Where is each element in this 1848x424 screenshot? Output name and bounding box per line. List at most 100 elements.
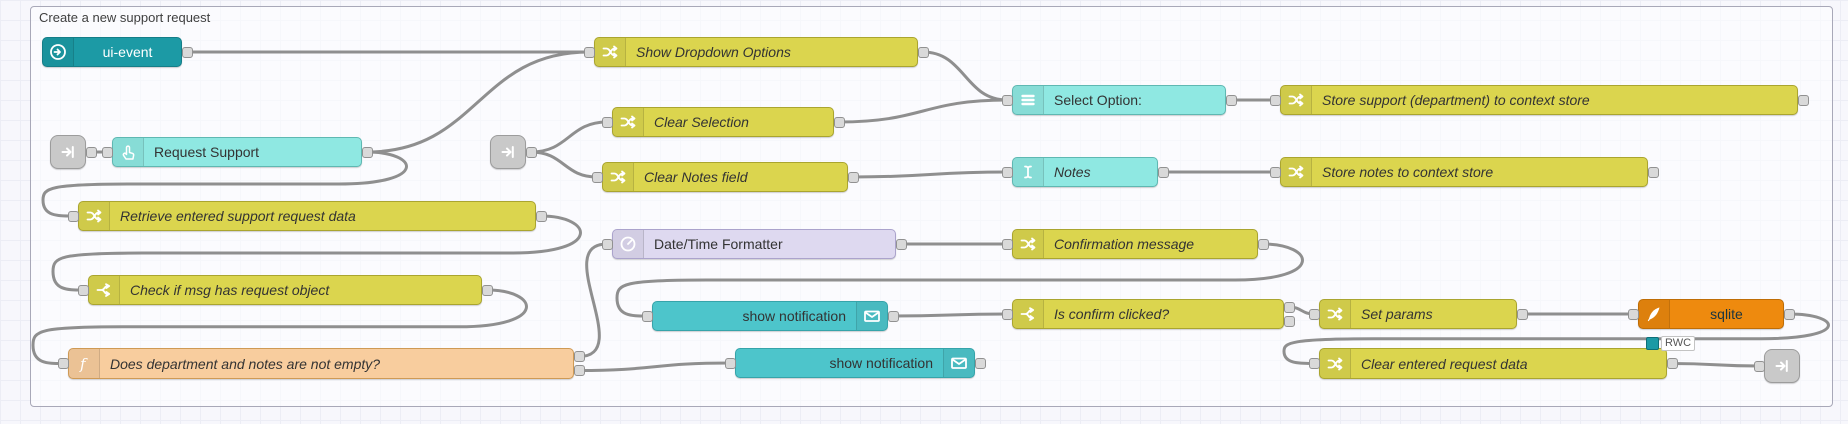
port[interactable]	[641, 310, 653, 322]
wire-check-to-does[interactable]	[31, 288, 528, 365]
port[interactable]	[525, 146, 537, 158]
port[interactable]	[591, 171, 603, 183]
envelope-icon	[943, 349, 974, 377]
status-dot-icon	[1646, 336, 1659, 350]
wire-request-support-to-retrieve[interactable]	[41, 150, 408, 218]
wire-does-to-notif2[interactable]	[577, 361, 732, 372]
wire-request-support-to-show-dropdown[interactable]	[365, 50, 591, 154]
node-link-in-1[interactable]	[50, 135, 86, 169]
port[interactable]	[1283, 315, 1295, 327]
port[interactable]	[1627, 308, 1639, 320]
port[interactable]	[1269, 166, 1281, 178]
node-clear-notes[interactable]: Clear Notes field	[602, 162, 848, 192]
port[interactable]	[917, 46, 929, 58]
shuffle-icon	[1320, 349, 1351, 378]
wire-show-dropdown-to-select-option[interactable]	[921, 50, 1009, 102]
port[interactable]	[1647, 166, 1659, 178]
wire-clear-entered-to-link-out[interactable]	[1670, 362, 1761, 368]
node-label: Request Support	[154, 144, 260, 160]
port[interactable]	[1783, 308, 1795, 320]
link-icon	[499, 143, 517, 161]
node-retrieve[interactable]: Retrieve entered support request data	[78, 201, 536, 231]
port[interactable]	[601, 238, 613, 250]
port[interactable]	[847, 171, 859, 183]
port[interactable]	[573, 365, 585, 376]
port[interactable]	[1308, 308, 1320, 320]
port[interactable]	[724, 357, 736, 369]
port[interactable]	[895, 238, 907, 250]
node-link-out[interactable]	[1764, 349, 1800, 383]
node-store-notes[interactable]: Store notes to context store	[1280, 157, 1648, 187]
node-store-support[interactable]: Store support (department) to context st…	[1280, 85, 1798, 115]
node-ui-event[interactable]: ui-event	[42, 37, 182, 67]
port[interactable]	[57, 358, 69, 369]
shuffle-icon	[79, 202, 110, 230]
port[interactable]	[1753, 360, 1765, 372]
port[interactable]	[1308, 358, 1320, 369]
node-label: show notification	[742, 308, 846, 324]
envelope-icon	[856, 302, 887, 330]
wire-notif1-to-isconfirm[interactable]	[891, 312, 1009, 318]
port[interactable]	[887, 310, 899, 322]
wire-clear-notes-to-notes[interactable]	[851, 170, 1009, 179]
wire-retrieve-to-check[interactable]	[51, 214, 582, 292]
port[interactable]	[1283, 301, 1295, 313]
node-clear-selection[interactable]: Clear Selection	[612, 107, 834, 137]
port[interactable]	[67, 210, 79, 222]
node-notes[interactable]: Notes	[1012, 157, 1158, 187]
node-check[interactable]: Check if msg has request object	[88, 275, 482, 305]
arrow-circle-icon	[43, 38, 74, 66]
port[interactable]	[573, 351, 585, 362]
port[interactable]	[1225, 94, 1237, 106]
wire-sqlite-to-clear-entered[interactable]	[1282, 312, 1830, 365]
sqlite-status-badge: RWC	[1646, 335, 1696, 351]
node-link-in-2[interactable]	[490, 135, 526, 169]
port[interactable]	[1001, 308, 1013, 320]
node-clear-entered[interactable]: Clear entered request data	[1319, 348, 1667, 379]
port[interactable]	[1269, 94, 1281, 106]
port[interactable]	[361, 146, 373, 158]
shuffle-icon	[1320, 300, 1351, 328]
wire-confirmation-to-notif1[interactable]	[615, 242, 1304, 318]
port[interactable]	[181, 46, 193, 58]
shuffle-icon	[1013, 230, 1044, 258]
node-confirmation[interactable]: Confirmation message	[1012, 229, 1258, 259]
node-notif1[interactable]: show notification	[652, 301, 888, 331]
wire-clear-selection-to-select-option[interactable]	[837, 98, 1009, 124]
status-badge-label: RWC	[1661, 335, 1696, 351]
port[interactable]	[481, 284, 493, 296]
wire-link-in-2-to-clear-selection[interactable]	[529, 120, 609, 154]
node-select-option[interactable]: Select Option:	[1012, 85, 1226, 115]
node-request-support[interactable]: Request Support	[112, 137, 362, 167]
node-label: Clear Notes field	[644, 169, 748, 185]
wire-does-to-dtf[interactable]	[577, 242, 609, 358]
port[interactable]	[1516, 308, 1528, 320]
shuffle-icon	[595, 38, 626, 66]
port[interactable]	[974, 357, 986, 369]
node-isconfirm[interactable]: Is confirm clicked?	[1012, 299, 1284, 329]
port[interactable]	[1001, 238, 1013, 250]
text-cursor-icon	[1013, 158, 1044, 186]
wire-link-in-2-to-clear-notes[interactable]	[529, 150, 599, 179]
shuffle-icon	[1281, 86, 1312, 114]
port[interactable]	[535, 210, 547, 222]
port[interactable]	[1001, 94, 1013, 106]
port[interactable]	[601, 116, 613, 128]
node-notif2[interactable]: show notification	[735, 348, 975, 378]
port[interactable]	[1797, 94, 1809, 106]
port[interactable]	[77, 284, 89, 296]
node-show-dropdown[interactable]: Show Dropdown Options	[594, 37, 918, 67]
port[interactable]	[833, 116, 845, 128]
node-setparams[interactable]: Set params	[1319, 299, 1517, 329]
node-sqlite[interactable]: sqlite	[1638, 299, 1784, 329]
port[interactable]	[1001, 166, 1013, 178]
port[interactable]	[85, 146, 97, 158]
port[interactable]	[1157, 166, 1169, 178]
port[interactable]	[1257, 238, 1269, 250]
port[interactable]	[583, 46, 595, 58]
node-dtf[interactable]: Date/Time Formatter	[612, 229, 896, 259]
port[interactable]	[101, 146, 113, 158]
port[interactable]	[1666, 358, 1678, 369]
